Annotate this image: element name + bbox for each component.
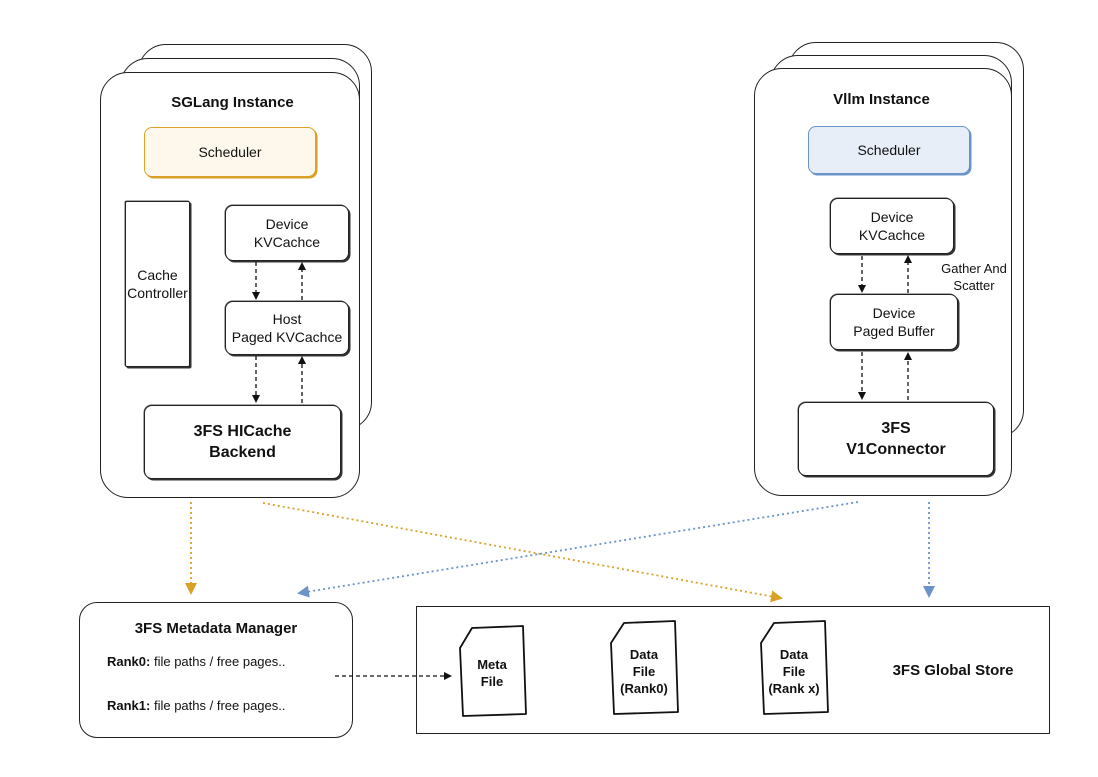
metadata-row-rank0-rank: Rank0:	[107, 654, 151, 669]
sglang-hicache-backend: 3FS HICache Backend	[144, 405, 341, 479]
vllm-device-kvcache: Device KVCachce	[830, 198, 954, 254]
vllm-instance-title: Vllm Instance	[833, 91, 930, 108]
sglang-instance-title: SGLang Instance	[171, 94, 294, 111]
sglang-device-kvcache-label: Device KVCachce	[253, 216, 321, 250]
metadata-manager-title: 3FS Metadata Manager	[134, 620, 298, 637]
vllm-device-kvcache-label: Device KVCachce	[858, 209, 926, 243]
vllm-device-paged-buffer-label: Device Paged Buffer	[853, 305, 935, 339]
data-file-rankx-label: Data File (Rank x)	[768, 647, 820, 696]
meta-file-label: Meta File	[477, 657, 507, 689]
vllm-v1connector-label: 3FS V1Connector	[846, 420, 946, 458]
arrow-vllm-to-metadata	[297, 501, 859, 598]
metadata-row-rank1-text: file paths / free pages..	[150, 698, 286, 713]
vllm-scheduler: Scheduler	[808, 126, 970, 174]
sglang-device-kvcache: Device KVCachce	[225, 205, 349, 261]
sglang-hicache-backend-label: 3FS HICache Backend	[193, 423, 292, 461]
global-store-title: 3FS Global Store	[892, 662, 1014, 679]
sglang-host-paged-kvcache: Host Paged KVCachce	[225, 301, 349, 355]
sglang-host-paged-kvcache-label: Host Paged KVCachce	[231, 311, 343, 345]
metadata-manager	[79, 602, 353, 738]
arrow-sglang-to-global-store	[262, 502, 783, 603]
data-file-rank0-label: Data File (Rank0)	[620, 647, 668, 696]
metadata-row-rank0-text: file paths / free pages..	[150, 654, 286, 669]
vllm-gather-scatter-label: Gather And Scatter	[941, 261, 1007, 293]
sglang-cache-controller: Cache Controller	[125, 201, 190, 367]
vllm-device-paged-buffer: Device Paged Buffer	[830, 294, 958, 350]
sglang-scheduler: Scheduler	[144, 127, 316, 177]
vllm-scheduler-label: Scheduler	[857, 142, 921, 158]
sglang-cache-controller-label: Cache Controller	[127, 267, 188, 301]
metadata-row-rank1: Rank1: file paths / free pages..	[107, 698, 286, 713]
vllm-v1connector: 3FS V1Connector	[798, 402, 994, 476]
sglang-scheduler-label: Scheduler	[198, 144, 262, 160]
metadata-row-rank1-rank: Rank1:	[107, 698, 151, 713]
metadata-row-rank0: Rank0: file paths / free pages..	[107, 654, 286, 669]
